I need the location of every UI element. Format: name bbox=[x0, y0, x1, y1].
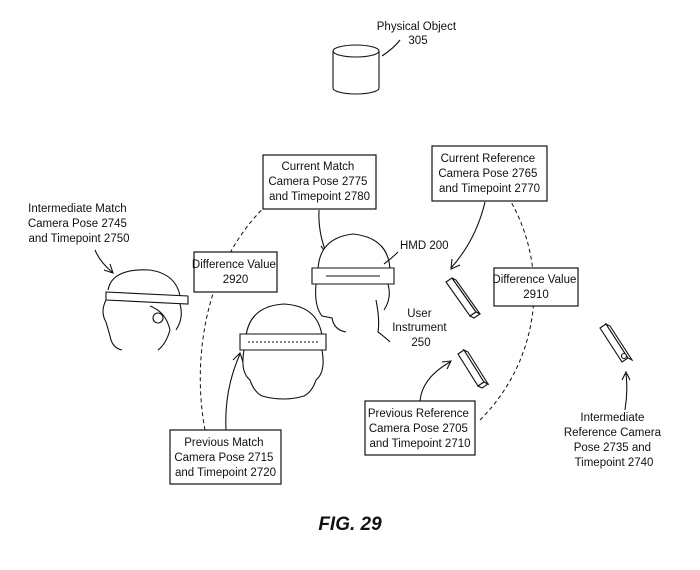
hmd-current-head bbox=[311, 233, 395, 343]
intermediate-reference-label: Intermediate Reference Camera Pose 2735 … bbox=[564, 412, 664, 469]
hmd-label: HMD 200 bbox=[400, 240, 449, 252]
physical-object-leader bbox=[381, 39, 401, 57]
intermediate-reference-arrowhead bbox=[621, 370, 631, 381]
previous-reference-label: Previous Reference Camera Pose 2705 and … bbox=[368, 408, 472, 450]
physical-object-cylinder bbox=[332, 44, 380, 95]
difference-value-2920-box bbox=[193, 251, 278, 293]
intermediate-match-arrow bbox=[94, 249, 113, 273]
figure-caption: FIG. 29 bbox=[318, 514, 382, 535]
user-instrument-current bbox=[445, 277, 482, 319]
current-reference-box bbox=[431, 145, 548, 202]
current-match-box bbox=[262, 154, 377, 210]
hmd-previous-head bbox=[239, 303, 327, 400]
physical-object-label: Physical Object 305 bbox=[377, 21, 459, 47]
intermediate-match-arrowhead bbox=[103, 263, 114, 274]
difference-value-2910-label: Difference Value 2910 bbox=[492, 274, 579, 301]
previous-match-arrow bbox=[225, 353, 241, 431]
previous-reference-arrowhead bbox=[441, 360, 452, 370]
hmd-intermediate-head bbox=[102, 269, 189, 351]
previous-reference-arrow bbox=[419, 361, 451, 402]
match-trajectory-arc bbox=[199, 196, 277, 431]
hmd-leader bbox=[383, 251, 399, 265]
previous-match-arrowhead bbox=[232, 351, 244, 363]
difference-value-2920-label: Difference Value 2920 bbox=[192, 259, 279, 286]
previous-reference-box bbox=[364, 400, 476, 456]
reference-trajectory-arc bbox=[479, 199, 535, 421]
difference-value-2910-box bbox=[493, 267, 579, 307]
user-instrument-intermediate bbox=[599, 322, 634, 363]
intermediate-match-label: Intermediate Match Camera Pose 2745 and … bbox=[28, 203, 130, 245]
current-match-label: Current Match Camera Pose 2775 and Timep… bbox=[268, 161, 370, 203]
current-reference-arrowhead bbox=[450, 258, 461, 270]
previous-match-label: Previous Match Camera Pose 2715 and Time… bbox=[174, 437, 276, 479]
previous-match-box bbox=[169, 429, 282, 485]
user-instrument-previous bbox=[457, 348, 490, 389]
current-reference-label: Current Reference Camera Pose 2765 and T… bbox=[438, 153, 540, 195]
intermediate-reference-arrow bbox=[624, 373, 628, 411]
current-match-arrow bbox=[318, 209, 327, 253]
current-reference-arrow bbox=[450, 201, 486, 269]
user-instrument-label: User Instrument 250 bbox=[392, 308, 450, 349]
